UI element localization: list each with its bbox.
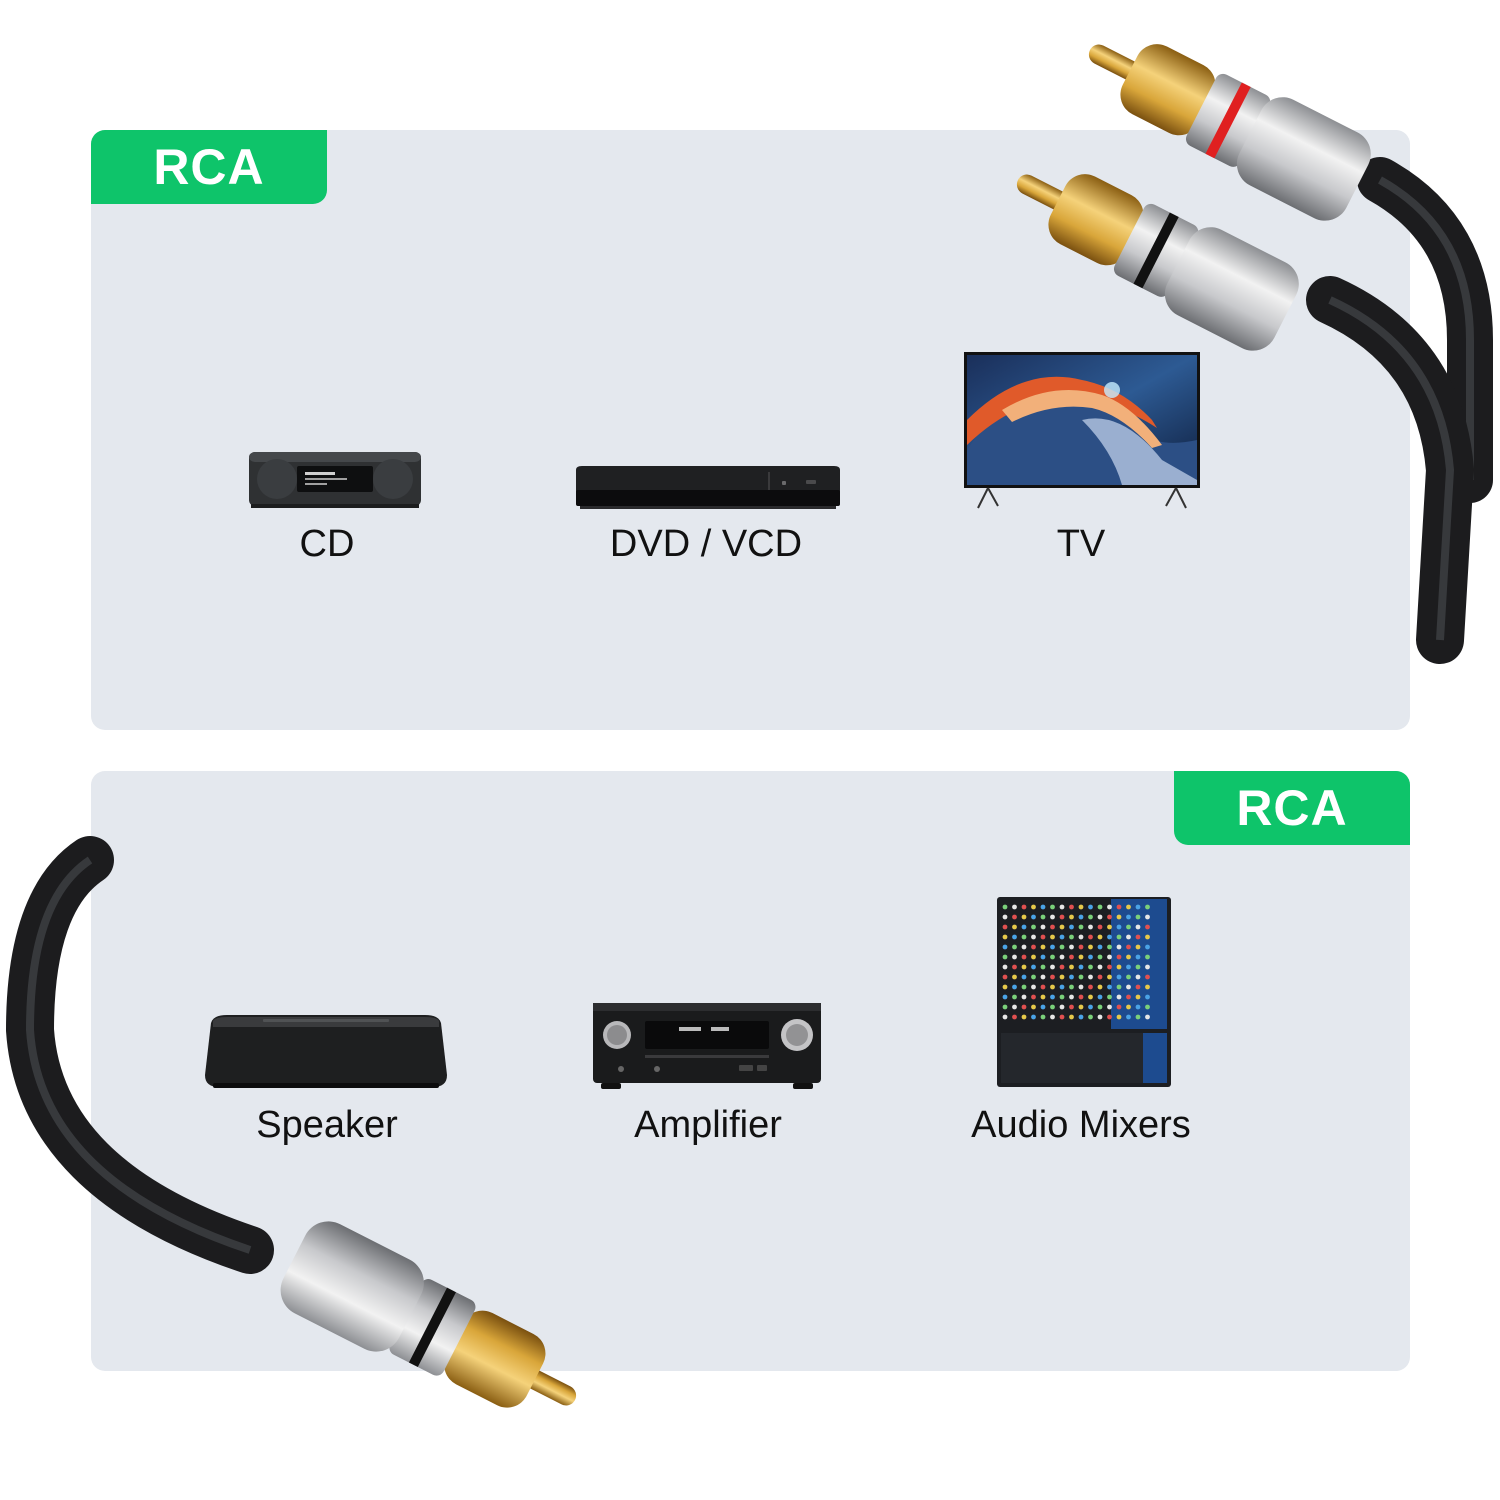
rca-badge-top: RCA: [91, 130, 327, 204]
device-label-amplifier: Amplifier: [634, 1104, 782, 1146]
device-label-dvd-vcd: DVD / VCD: [609, 523, 803, 565]
cd-player-icon: [249, 452, 421, 508]
device-label-cd: CD: [299, 523, 355, 565]
amplifier-icon: [593, 1003, 821, 1089]
bottom-panel: RCA Speaker Amplifier Audio Mixers: [91, 771, 1410, 1371]
device-label-audio-mixers: Audio Mixers: [971, 1104, 1191, 1146]
top-panel: RCA CD DVD / VCD: [91, 130, 1410, 730]
speaker-icon: [205, 1015, 447, 1088]
tv-icon: [964, 352, 1200, 509]
rca-badge-bottom: RCA: [1174, 771, 1410, 845]
device-label-tv: TV: [1056, 523, 1106, 565]
device-label-speaker: Speaker: [256, 1104, 398, 1146]
audio-mixer-icon: [997, 897, 1171, 1087]
dvd-player-icon: [576, 466, 840, 509]
